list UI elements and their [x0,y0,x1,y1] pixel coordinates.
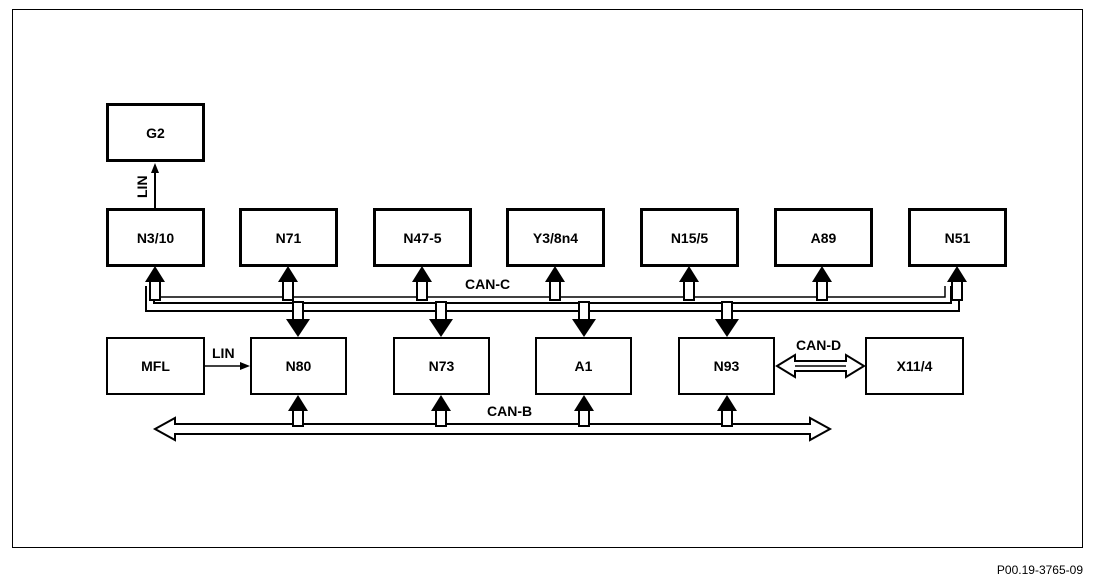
can-b-branch-up [435,409,447,427]
node-n51: N51 [908,208,1007,267]
node-n80-label: N80 [285,358,312,374]
can-b-arrow-up [288,395,308,411]
node-x11-4-label: X11/4 [896,358,933,374]
node-a1-label: A1 [574,358,593,374]
node-g2-label: G2 [146,124,165,141]
can-c-branch-up [951,279,963,301]
can-c-branch-up [149,279,161,301]
node-n93-label: N93 [713,358,740,374]
can-b-arrow-up [574,395,594,411]
can-c-arrow-up [545,266,565,282]
can-b-arrow-up [717,395,737,411]
node-x11-4: X11/4 [865,337,964,395]
can-c-arrow-down [715,319,739,337]
node-n73-label: N73 [428,358,455,374]
node-mfl-label: MFL [141,358,170,374]
lin-mfl-label: LIN [212,345,235,361]
can-b-branch-up [578,409,590,427]
node-y3-8n4-label: Y3/8n4 [532,229,579,246]
can-c-branch-down [435,301,447,321]
can-b-branch-up [721,409,733,427]
can-c-branch-up [816,279,828,301]
can-c-branch-up [282,279,294,301]
can-c-arrow-up [947,266,967,282]
can-c-arrow-down [286,319,310,337]
diagram-frame [12,9,1083,548]
can-b-arrow-up [431,395,451,411]
can-c-branch-up [683,279,695,301]
node-n51-label: N51 [944,229,971,246]
can-c-arrow-up [145,266,165,282]
can-c-arrow-down [429,319,453,337]
node-n3-10-label: N3/10 [136,229,175,246]
node-g2: G2 [106,103,205,162]
node-a89-label: A89 [810,229,837,246]
lin-top-label: LIN [134,175,150,198]
can-d-label: CAN-D [796,337,841,353]
node-n93: N93 [678,337,775,395]
can-c-arrow-down [572,319,596,337]
node-n47-5-label: N47-5 [403,229,442,246]
node-n71-label: N71 [275,229,302,246]
can-c-label: CAN-C [465,276,510,292]
node-a1: A1 [535,337,632,395]
node-mfl: MFL [106,337,205,395]
node-y3-8n4: Y3/8n4 [506,208,605,267]
node-n15-5: N15/5 [640,208,739,267]
node-n71: N71 [239,208,338,267]
can-c-branch-down [721,301,733,321]
can-c-arrow-up [812,266,832,282]
can-c-arrow-up [278,266,298,282]
can-b-label: CAN-B [487,403,532,419]
can-b-branch-up [292,409,304,427]
node-n73: N73 [393,337,490,395]
node-n3-10: N3/10 [106,208,205,267]
can-c-branch-up [549,279,561,301]
can-c-branch-down [292,301,304,321]
can-c-branch-up [416,279,428,301]
node-n15-5-label: N15/5 [670,229,709,246]
can-c-arrow-up [412,266,432,282]
can-c-arrow-up [679,266,699,282]
figure-reference: P00.19-3765-09 [996,563,1083,577]
can-c-branch-down [578,301,590,321]
node-n80: N80 [250,337,347,395]
node-a89: A89 [774,208,873,267]
node-n47-5: N47-5 [373,208,472,267]
